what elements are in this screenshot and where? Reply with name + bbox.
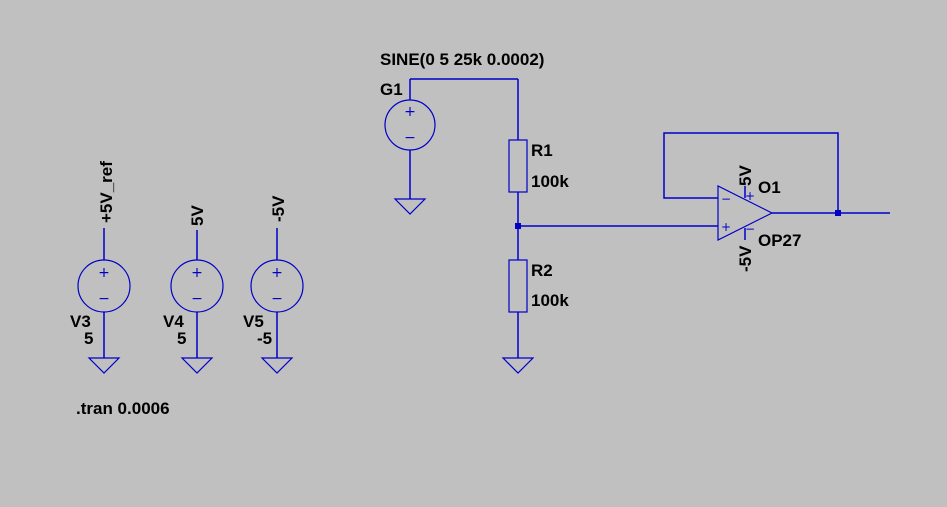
ground-icon: [393, 198, 427, 215]
net-label-v3: +5V_ref: [97, 161, 116, 223]
opamp-name: O1: [758, 178, 781, 197]
source-name: V3: [70, 312, 91, 331]
voltage-source-v3[interactable]: +5V_ref + − V3 5: [70, 161, 131, 374]
opamp-vneg: -5V: [736, 245, 755, 272]
source-name: V5: [243, 312, 264, 331]
source-value: 5: [177, 329, 186, 348]
opamp-o1[interactable]: − + + − 5V -5V O1 OP27: [717, 165, 801, 272]
source-value: 5: [84, 329, 93, 348]
ground-icon: [260, 357, 294, 374]
resistor-value: 100k: [531, 291, 569, 310]
opamp-model: OP27: [758, 231, 801, 250]
svg-text:−: −: [271, 291, 283, 307]
svg-text:−: −: [191, 291, 203, 307]
svg-text:+: +: [98, 265, 110, 281]
resistor-body: [508, 259, 528, 313]
voltage-source-v5[interactable]: -5V + − V5 -5: [243, 195, 304, 374]
resistor-value: 100k: [531, 172, 569, 191]
resistor-name: R2: [531, 261, 553, 280]
resistor-r1[interactable]: R1 100k: [508, 139, 569, 193]
svg-text:−: −: [745, 222, 755, 236]
feedback-wire: [663, 132, 839, 213]
ground-icon: [87, 357, 121, 374]
sine-source-g1[interactable]: SINE(0 5 25k 0.0002) G1 + −: [380, 50, 544, 215]
resistor-body: [508, 139, 528, 193]
svg-text:+: +: [271, 265, 283, 281]
source-spec: SINE(0 5 25k 0.0002): [380, 50, 544, 69]
spice-directive[interactable]: .tran 0.0006: [76, 399, 170, 418]
opamp-vpos: 5V: [736, 165, 755, 186]
net-label-v5: -5V: [269, 195, 288, 222]
resistor-r2[interactable]: R2 100k: [508, 259, 569, 313]
source-value: -5: [257, 329, 272, 348]
ground-icon: [501, 357, 535, 374]
junction-dot: [835, 210, 841, 216]
svg-text:−: −: [404, 130, 416, 146]
svg-text:+: +: [404, 104, 416, 120]
svg-text:+: +: [721, 220, 731, 234]
opamp-triangle: [717, 185, 774, 241]
source-name: V4: [163, 312, 184, 331]
net-label-v4: 5V: [188, 205, 207, 226]
svg-text:−: −: [98, 291, 110, 307]
resistor-name: R1: [531, 141, 553, 160]
svg-text:−: −: [721, 192, 731, 206]
svg-text:+: +: [191, 265, 203, 281]
voltage-source-v4[interactable]: 5V + − V4 5: [163, 205, 224, 374]
svg-text:+: +: [745, 189, 755, 203]
source-name: G1: [380, 80, 403, 99]
ground-icon: [180, 357, 214, 374]
